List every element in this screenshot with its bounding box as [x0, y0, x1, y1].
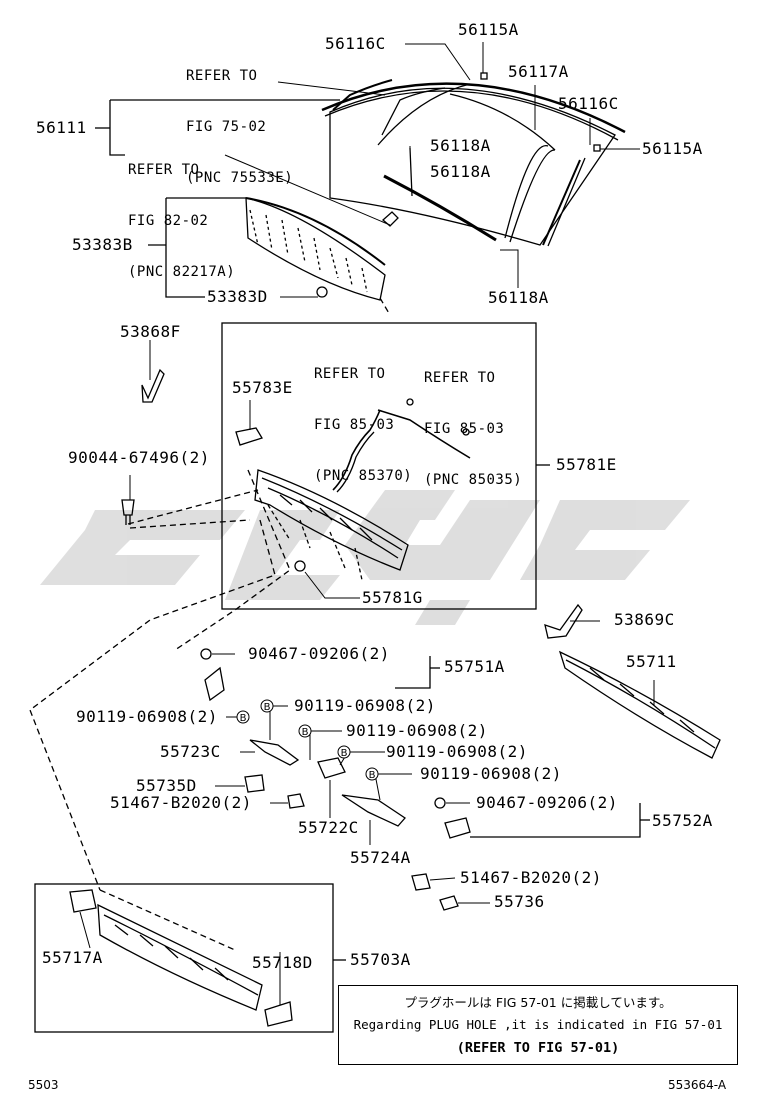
insulator-panel [245, 197, 386, 301]
label-55783e: 55783E [232, 378, 293, 397]
box-55781e [221, 322, 537, 610]
washer-hose [332, 409, 381, 491]
cowl-panel [254, 469, 409, 571]
refer-to-fig-85-03-b: REFER TO FIG 85-03 (PNC 85035) [424, 336, 522, 523]
label-55736: 55736 [494, 892, 545, 911]
label-90044: 90044-67496(2) [68, 448, 210, 467]
ref1-line3: (PNC 75533E) [186, 170, 294, 186]
label-55723c: 55723C [160, 742, 221, 761]
side-moulding-right [542, 159, 581, 246]
label-53383b: 53383B [72, 235, 133, 254]
refer-to-fig-82-02: REFER TO FIG 82-02 (PNC 82217A) [128, 128, 235, 315]
bolt-marker-b: B [369, 770, 376, 781]
label-55724a: 55724A [350, 848, 411, 867]
bolt-markers: B B B B B [236, 699, 379, 781]
label-53868f: 53868F [120, 322, 181, 341]
label-56118a-1: 56118A [430, 136, 491, 155]
label-55711: 55711 [626, 652, 677, 671]
note-line-japanese: プラグホールは FIG 57-01 に掲載しています。 [404, 995, 672, 1010]
ref2-line3: (PNC 82217A) [128, 264, 236, 280]
label-51467-a: 51467-B2020(2) [110, 793, 252, 812]
line-art [29, 72, 721, 1033]
side-moulding-left [332, 79, 393, 111]
label-90467-b: 90467-09206(2) [476, 793, 618, 812]
ref4-line1: REFER TO [424, 370, 496, 386]
label-53869c: 53869C [614, 610, 675, 629]
label-90119-3: 90119-06908(2) [346, 721, 488, 740]
label-56118a-3: 56118A [488, 288, 549, 307]
bolt-marker-b: B [264, 702, 271, 713]
label-51467-b: 51467-B2020(2) [460, 868, 602, 887]
label-56115a-right: 56115A [642, 139, 703, 158]
bolt-marker-b: B [302, 727, 309, 738]
label-56117a: 56117A [508, 62, 569, 81]
label-56118a-2: 56118A [430, 162, 491, 181]
note-line-refer: (REFER TO FIG 57-01) [456, 1040, 620, 1056]
label-90119-5: 90119-06908(2) [420, 764, 562, 783]
footer-illustration-id: 553664-A [668, 1078, 727, 1092]
ref3-line3: (PNC 85370) [314, 468, 413, 484]
label-55751a: 55751A [444, 657, 505, 676]
ref4-line3: (PNC 85035) [424, 472, 523, 488]
label-55781e: 55781E [556, 455, 617, 474]
ref1-line2: FIG 75-02 [186, 119, 267, 135]
label-90119-4: 90119-06908(2) [386, 742, 528, 761]
note-line-english: Regarding PLUG HOLE ,it is indicated in … [353, 1017, 723, 1032]
label-56116c-right: 56116C [558, 94, 619, 113]
label-90467-a: 90467-09206(2) [248, 644, 390, 663]
label-56116c-top: 56116C [325, 34, 386, 53]
footer-figure-number: 5503 [28, 1078, 59, 1092]
label-55718d: 55718D [252, 953, 313, 972]
label-90119-2: 90119-06908(2) [76, 707, 218, 726]
label-55752a: 55752A [652, 811, 713, 830]
refer-to-fig-85-03-a: REFER TO FIG 85-03 (PNC 85370) [314, 332, 412, 519]
label-55781g: 55781G [362, 588, 423, 607]
ref4-line2: FIG 85-03 [424, 421, 505, 437]
ref2-line2: FIG 82-02 [128, 213, 209, 229]
ref1-line1: REFER TO [186, 68, 258, 84]
watermark-logo [40, 490, 690, 625]
label-55717a: 55717A [42, 948, 103, 967]
label-56111: 56111 [36, 118, 87, 137]
ref3-line2: FIG 85-03 [314, 417, 395, 433]
windshield-glass [329, 87, 616, 246]
bolt-marker-b: B [341, 748, 348, 759]
label-56115a-top: 56115A [458, 20, 519, 39]
plug-hole-note: プラグホールは FIG 57-01 に掲載しています。 Regarding PL… [338, 985, 738, 1065]
cowl-louver-lower [97, 903, 263, 1011]
label-90119-1: 90119-06908(2) [294, 696, 436, 715]
box-55703a [34, 883, 334, 1033]
label-53383d: 53383D [207, 287, 268, 306]
bolt-marker-b: B [240, 713, 247, 724]
ref2-line1: REFER TO [128, 162, 200, 178]
label-55703a: 55703A [350, 950, 411, 969]
lower-strip [383, 174, 497, 242]
label-55735d: 55735D [136, 776, 197, 795]
ref3-line1: REFER TO [314, 366, 386, 382]
cowl-outer-panel [558, 650, 721, 759]
refer-to-fig-75-02: REFER TO FIG 75-02 (PNC 75533E) [186, 34, 293, 221]
label-55722c: 55722C [298, 818, 359, 837]
